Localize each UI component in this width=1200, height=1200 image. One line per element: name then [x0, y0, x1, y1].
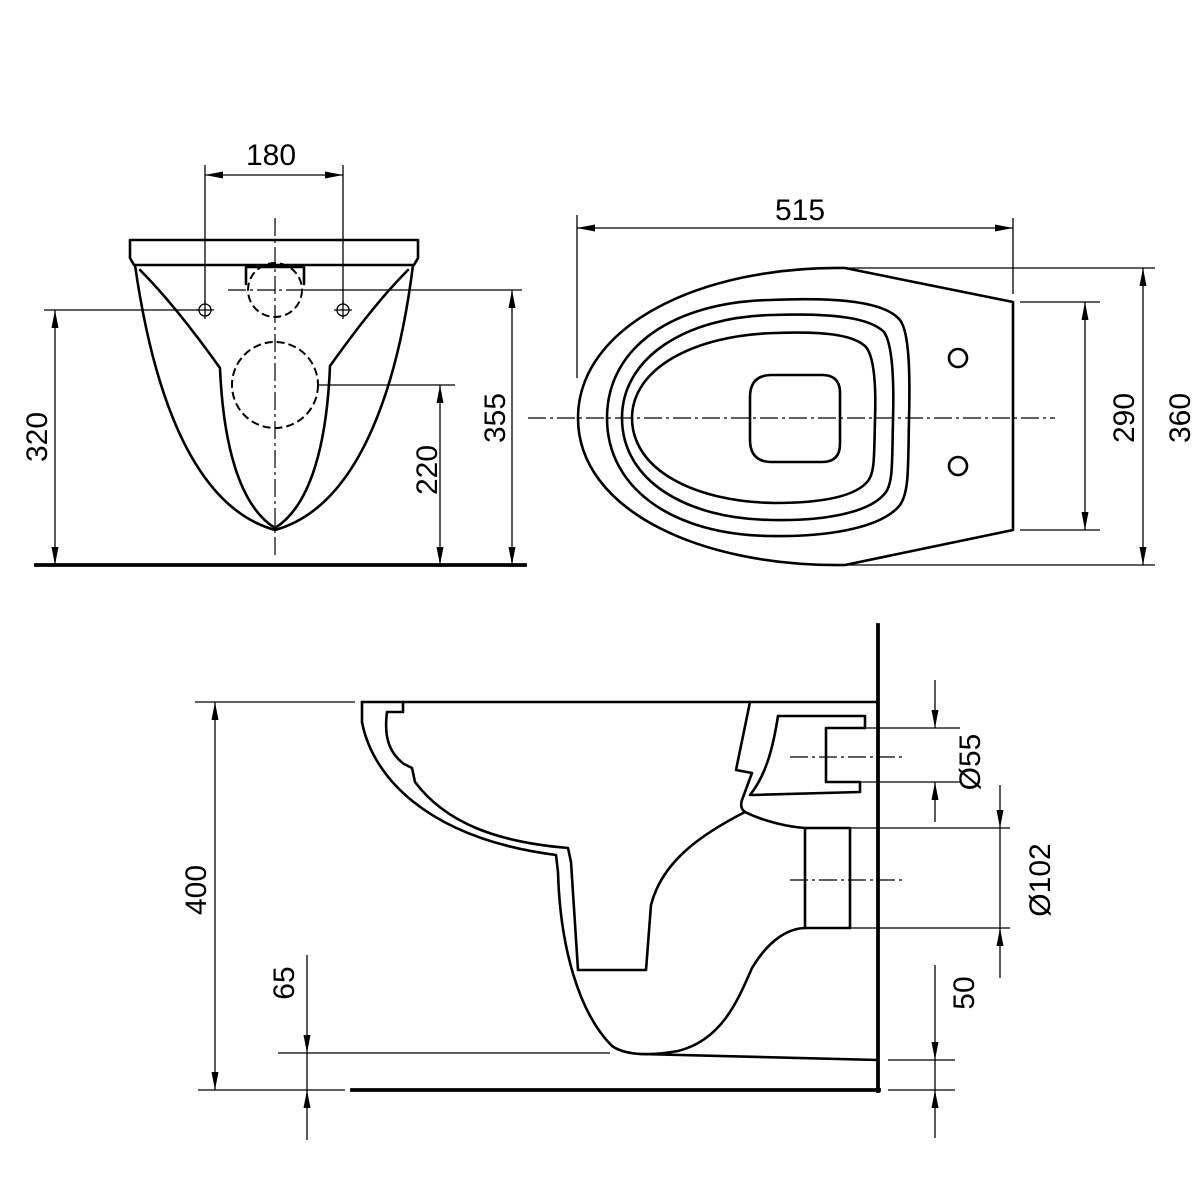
front-inlet-bracket	[244, 265, 306, 286]
top-rim-inner	[620, 313, 895, 522]
dim-label-220: 220	[411, 445, 444, 495]
side-view: 400 65 50 Ø55 Ø102	[180, 623, 1057, 1140]
top-bowl-edge	[630, 331, 877, 505]
side-bowl-inner	[384, 710, 747, 972]
dim-label-180: 180	[246, 139, 296, 172]
dim-label-360: 360	[1164, 393, 1197, 443]
top-fixing-hole-lower	[947, 455, 969, 477]
front-bowl-outer	[133, 263, 415, 532]
dim-label-320: 320	[21, 412, 54, 462]
dim-label-355: 355	[479, 393, 512, 443]
dim-label-400: 400	[180, 865, 213, 915]
front-rim	[128, 238, 420, 267]
side-bowl-outer	[360, 720, 808, 1056]
side-rim-right-profile	[734, 700, 807, 830]
top-rim-outer	[605, 297, 911, 538]
dim-label-102: Ø102	[1024, 843, 1057, 916]
top-fixing-hole-upper	[947, 347, 969, 369]
dim-label-515: 515	[775, 194, 825, 227]
top-view: 515 290 360	[528, 194, 1197, 567]
front-bowl-inner-right	[273, 268, 410, 530]
top-water-outlet	[748, 373, 842, 464]
dim-label-290: 290	[1108, 393, 1141, 443]
dim-label-50: 50	[948, 976, 981, 1009]
side-inlet-block	[750, 714, 867, 797]
side-inlet-curve	[748, 714, 780, 797]
side-outlet-pipe	[803, 826, 852, 930]
dim-label-55: Ø55	[954, 734, 987, 791]
dim-label-65: 65	[268, 966, 301, 999]
side-rim-left-block	[360, 700, 405, 724]
front-view: 180 320 220 355	[21, 139, 527, 567]
top-outline	[576, 266, 1015, 567]
side-base-to-wall	[638, 1052, 880, 1062]
front-bowl-inner-left	[138, 268, 277, 530]
